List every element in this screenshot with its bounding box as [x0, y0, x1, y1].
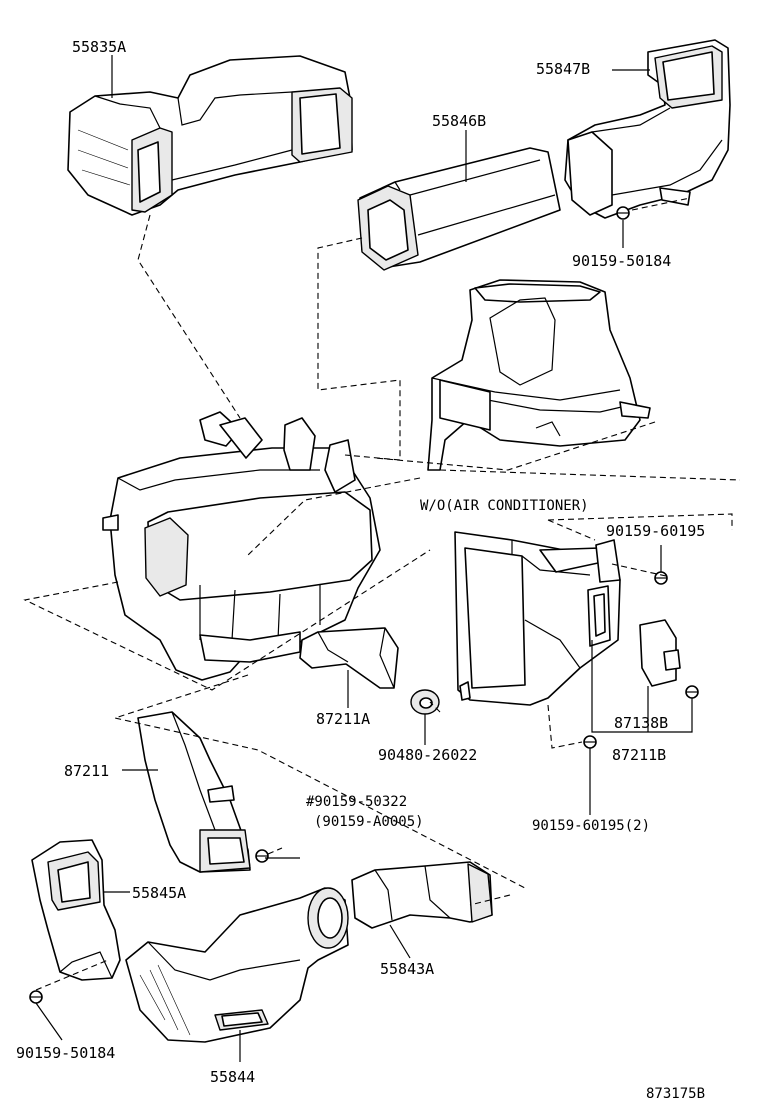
label-90159-60195: 90159-60195 [606, 522, 705, 540]
grommet-90480-26022 [410, 689, 440, 715]
assembly-lines [23, 197, 741, 991]
label-90159-50184-bottom: 90159-50184 [16, 1044, 115, 1062]
leader-lines [35, 55, 693, 1062]
label-87138b: 87138B [614, 714, 668, 732]
duct-55843a [351, 861, 493, 929]
label-90159-50184-top: 90159-50184 [572, 252, 671, 270]
label-55835a: 55835A [72, 38, 126, 56]
part-labels: 55835A 55847B 55846B 90159-50184 W/O(AIR… [16, 38, 705, 1102]
duct-87211 [137, 711, 251, 873]
label-55845a: 55845A [132, 884, 186, 902]
label-wo-air-conditioner: W/O(AIR CONDITIONER) [420, 498, 589, 514]
label-90159-50322: #90159-50322 [306, 794, 407, 810]
duct-55845a [31, 839, 121, 981]
label-55846b: 55846B [432, 112, 486, 130]
label-90159-60195-2: 90159-60195(2) [532, 818, 650, 834]
label-55843a: 55843A [380, 960, 434, 978]
diagram-code: 873175B [646, 1086, 705, 1102]
screws [29, 206, 699, 1004]
label-87211b: 87211B [612, 746, 666, 764]
heater-unit [102, 411, 381, 681]
label-90159-a0005: (90159-A0005) [314, 814, 424, 830]
duct-55847b [564, 39, 731, 219]
label-90480-26022: 90480-26022 [378, 746, 477, 764]
duct-55846b [357, 147, 561, 271]
duct-55844 [125, 887, 349, 1043]
resistor-87138b [639, 619, 681, 687]
label-55844: 55844 [210, 1068, 255, 1086]
duct-55835a [67, 55, 353, 216]
label-87211a: 87211A [316, 710, 370, 728]
duct-87211a [299, 627, 399, 689]
blower-housing [427, 279, 651, 471]
label-87211: 87211 [64, 762, 109, 780]
wo-ac-case [454, 531, 621, 706]
label-55847b: 55847B [536, 60, 590, 78]
